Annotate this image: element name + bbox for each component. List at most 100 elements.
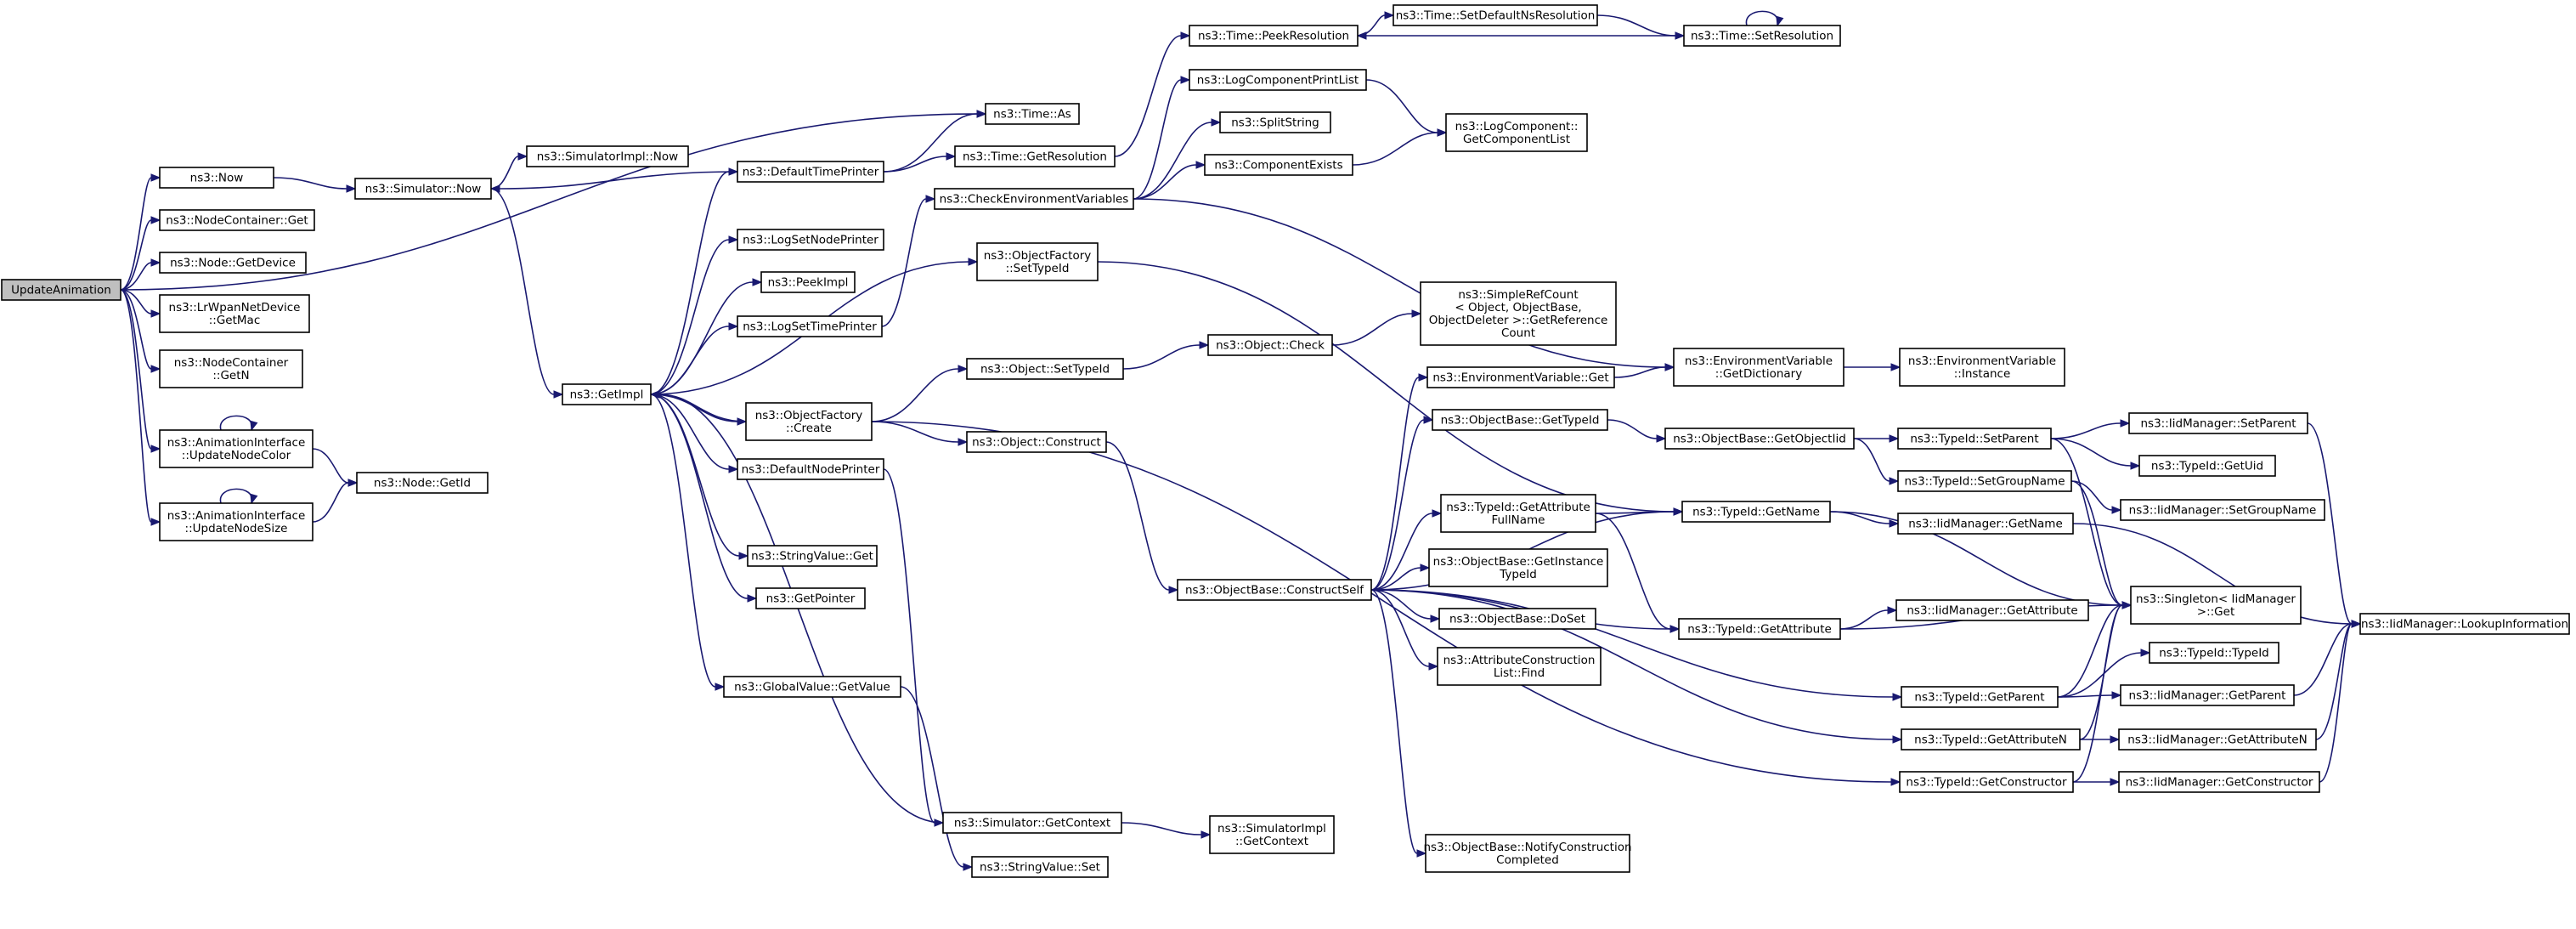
edge-typeid-getconstructor-to-singleton-get — [2072, 601, 2133, 783]
node-getimpl[interactable]: ns3::GetImpl — [562, 383, 652, 405]
node-typeid-typeid[interactable]: ns3::TypeId::TypeId — [2149, 642, 2279, 664]
node-typeid-setparent[interactable]: ns3::TypeId::SetParent — [1897, 428, 2052, 450]
edge-line — [650, 394, 749, 599]
node-typeid-getuid[interactable]: ns3::TypeId::GetUid — [2138, 455, 2276, 477]
node-logcomponentprintlist[interactable]: ns3::LogComponentPrintList — [1189, 69, 1367, 91]
node-time-setresolution[interactable]: ns3::Time::SetResolution — [1683, 25, 1841, 47]
node-simimpl-getcontext[interactable]: ns3::SimulatorImpl::GetContext — [1209, 815, 1335, 854]
node-objectbase-gettypeid[interactable]: ns3::ObjectBase::GetTypeId — [1432, 409, 1608, 431]
node-stringvalue-set[interactable]: ns3::StringValue::Set — [971, 856, 1109, 878]
node-nodecontainer-get[interactable]: ns3::NodeContainer::Get — [159, 209, 315, 231]
node-ai-updatenodecolor[interactable]: ns3::AnimationInterface::UpdateNodeColor — [159, 429, 314, 468]
node-defaulttimeprinter[interactable]: ns3::DefaultTimePrinter — [737, 161, 884, 183]
node-typeid-getconstructor[interactable]: ns3::TypeId::GetConstructor — [1899, 771, 2074, 793]
node-iidmanager-setparent[interactable]: ns3::IidManager::SetParent — [2128, 412, 2308, 434]
node-label: ns3::Object::Check — [1216, 339, 1325, 353]
node-peekimpl[interactable]: ns3::PeekImpl — [760, 271, 856, 293]
node-iidmanager-setgroupname[interactable]: ns3::IidManager::SetGroupName — [2120, 499, 2325, 521]
edge-line — [1370, 589, 1430, 667]
node-objectbase-doset[interactable]: ns3::ObjectBase::DoSet — [1438, 608, 1596, 630]
node-time-as[interactable]: ns3::Time::As — [985, 103, 1080, 125]
node-object-construct[interactable]: ns3::Object::Construct — [966, 431, 1107, 453]
node-defaultnodeprinter[interactable]: ns3::DefaultNodePrinter — [737, 458, 884, 480]
node-time-setdefaultns[interactable]: ns3::Time::SetDefaultNsResolution — [1393, 4, 1598, 26]
node-singleton-get[interactable]: ns3::Singleton< IidManager>::Get — [2130, 586, 2302, 625]
edge-line — [1370, 589, 1432, 620]
node-label: ns3::SimpleRefCount — [1458, 288, 1578, 302]
edge-checkenvvars-to-logcomponentprintlist — [1133, 76, 1191, 200]
node-nodecontainer-getn[interactable]: ns3::NodeContainer::GetN — [159, 349, 303, 388]
node-label: < Object, ObjectBase, — [1455, 301, 1581, 314]
node-label: ns3::IidManager::GetAttribute — [1907, 604, 2077, 618]
edge-line — [120, 177, 152, 291]
node-label: ns3::GlobalValue::GetValue — [734, 681, 890, 694]
node-lrwpan-getmac[interactable]: ns3::LrWpanNetDevice::GetMac — [159, 294, 310, 333]
node-logsettimeprinter[interactable]: ns3::LogSetTimePrinter — [737, 315, 883, 337]
node-iidmanager-getparent[interactable]: ns3::IidManager::GetParent — [2120, 684, 2295, 706]
node-box — [356, 472, 489, 494]
node-box — [1189, 25, 1359, 47]
edge-iidmanager-getconstructor-to-iidmanager-lookupinfo — [2319, 620, 2362, 783]
node-node-getdevice[interactable]: ns3::Node::GetDevice — [159, 252, 307, 274]
node-componentexists[interactable]: ns3::ComponentExists — [1204, 154, 1353, 176]
edge-getimpl-to-defaultnodeprinter — [650, 394, 739, 473]
node-simulator-getcontext[interactable]: ns3::Simulator::GetContext — [942, 812, 1122, 834]
node-checkenvvars[interactable]: ns3::CheckEnvironmentVariables — [934, 188, 1134, 210]
node-iidmanager-getconstructor[interactable]: ns3::IidManager::GetConstructor — [2118, 771, 2320, 793]
node-simimpl-now[interactable]: ns3::SimulatorImpl::Now — [526, 145, 689, 167]
node-label: ns3::StringValue::Get — [751, 550, 873, 564]
node-object-check[interactable]: ns3::Object::Check — [1207, 334, 1333, 356]
node-logsetnodeprinter[interactable]: ns3::LogSetNodePrinter — [737, 229, 884, 251]
node-iidmanager-getname[interactable]: ns3::IidManager::GetName — [1897, 513, 2074, 535]
node-objectfactory-settypeid[interactable]: ns3::ObjectFactory::SetTypeId — [976, 242, 1099, 281]
node-objectbase-constructself[interactable]: ns3::ObjectBase::ConstructSelf — [1177, 579, 1372, 601]
edge-line — [1331, 313, 1413, 346]
node-ai-updatenodesize[interactable]: ns3::AnimationInterface::UpdateNodeSize — [159, 502, 314, 541]
node-box — [737, 315, 883, 337]
node-logcomponent-getlist[interactable]: ns3::LogComponent::GetComponentList — [1445, 113, 1588, 152]
edge-line — [650, 394, 716, 688]
edge-typeid-getattributen-to-iidmanager-getattributen — [2080, 735, 2121, 744]
node-time-getresolution[interactable]: ns3::Time::GetResolution — [954, 145, 1116, 167]
node-getpointer[interactable]: ns3::GetPointer — [755, 587, 866, 609]
node-envvar-instance[interactable]: ns3::EnvironmentVariable::Instance — [1899, 348, 2065, 387]
edge-line — [1370, 589, 1418, 854]
node-objectfactory-create[interactable]: ns3::ObjectFactory::Create — [745, 402, 873, 441]
edge-line — [2057, 652, 2142, 698]
node-iidmanager-getattributen[interactable]: ns3::IidManager::GetAttributeN — [2118, 728, 2317, 751]
node-stringvalue-get[interactable]: ns3::StringValue::Get — [747, 545, 878, 567]
node-iidmanager-getattribute[interactable]: ns3::IidManager::GetAttribute — [1895, 599, 2089, 621]
edge-line — [1370, 589, 1894, 740]
node-label: GetComponentList — [1463, 133, 1570, 146]
edge-logcomponentprintlist-to-logcomponent-getlist — [1365, 79, 1448, 137]
node-update-animation[interactable]: UpdateAnimation — [1, 279, 121, 301]
node-objectbase-notifyconstruction[interactable]: ns3::ObjectBase::NotifyConstructionCompl… — [1423, 834, 1632, 873]
node-objectbase-getobjectiid[interactable]: ns3::ObjectBase::GetObjectIid — [1664, 428, 1855, 450]
node-node-getid[interactable]: ns3::Node::GetId — [356, 472, 489, 494]
node-typeid-getattribute[interactable]: ns3::TypeId::GetAttribute — [1678, 618, 1841, 640]
node-typeid-getparent[interactable]: ns3::TypeId::GetParent — [1901, 686, 2059, 708]
edge-arrowhead — [1437, 128, 1448, 137]
node-label: ::UpdateNodeColor — [182, 449, 291, 462]
node-object-settypeid[interactable]: ns3::Object::SetTypeId — [966, 358, 1124, 380]
node-simulator-now[interactable]: ns3::Simulator::Now — [354, 178, 492, 200]
node-envvar-getdictionary[interactable]: ns3::EnvironmentVariable::GetDictionary — [1673, 348, 1844, 387]
node-simplerefcount-getrefcount[interactable]: ns3::SimpleRefCount< Object, ObjectBase,… — [1420, 281, 1617, 346]
edge-line — [2070, 480, 2113, 511]
node-iidmanager-lookupinfo[interactable]: ns3::IidManager::LookupInformation — [2359, 613, 2570, 635]
node-typeid-getname[interactable]: ns3::TypeId::GetName — [1681, 501, 1831, 523]
node-globalvalue-getvalue[interactable]: ns3::GlobalValue::GetValue — [723, 676, 901, 698]
node-time-peekresolution[interactable]: ns3::Time::PeekResolution — [1189, 25, 1359, 47]
node-splitstring[interactable]: ns3::SplitString — [1219, 111, 1331, 133]
node-box — [976, 242, 1099, 281]
node-typeid-getattributen[interactable]: ns3::TypeId::GetAttributeN — [1901, 728, 2081, 751]
edge-getimpl-to-defaulttimeprinter — [650, 167, 739, 395]
node-envvar-get[interactable]: ns3::EnvironmentVariable::Get — [1426, 366, 1615, 388]
node-typeid-setgroupname[interactable]: ns3::TypeId::SetGroupName — [1897, 470, 2072, 492]
edge-arrowhead — [1199, 341, 1210, 349]
node-now[interactable]: ns3::Now — [159, 167, 274, 189]
edge-typeid-setparent-to-iidmanager-setparent — [2050, 419, 2131, 439]
